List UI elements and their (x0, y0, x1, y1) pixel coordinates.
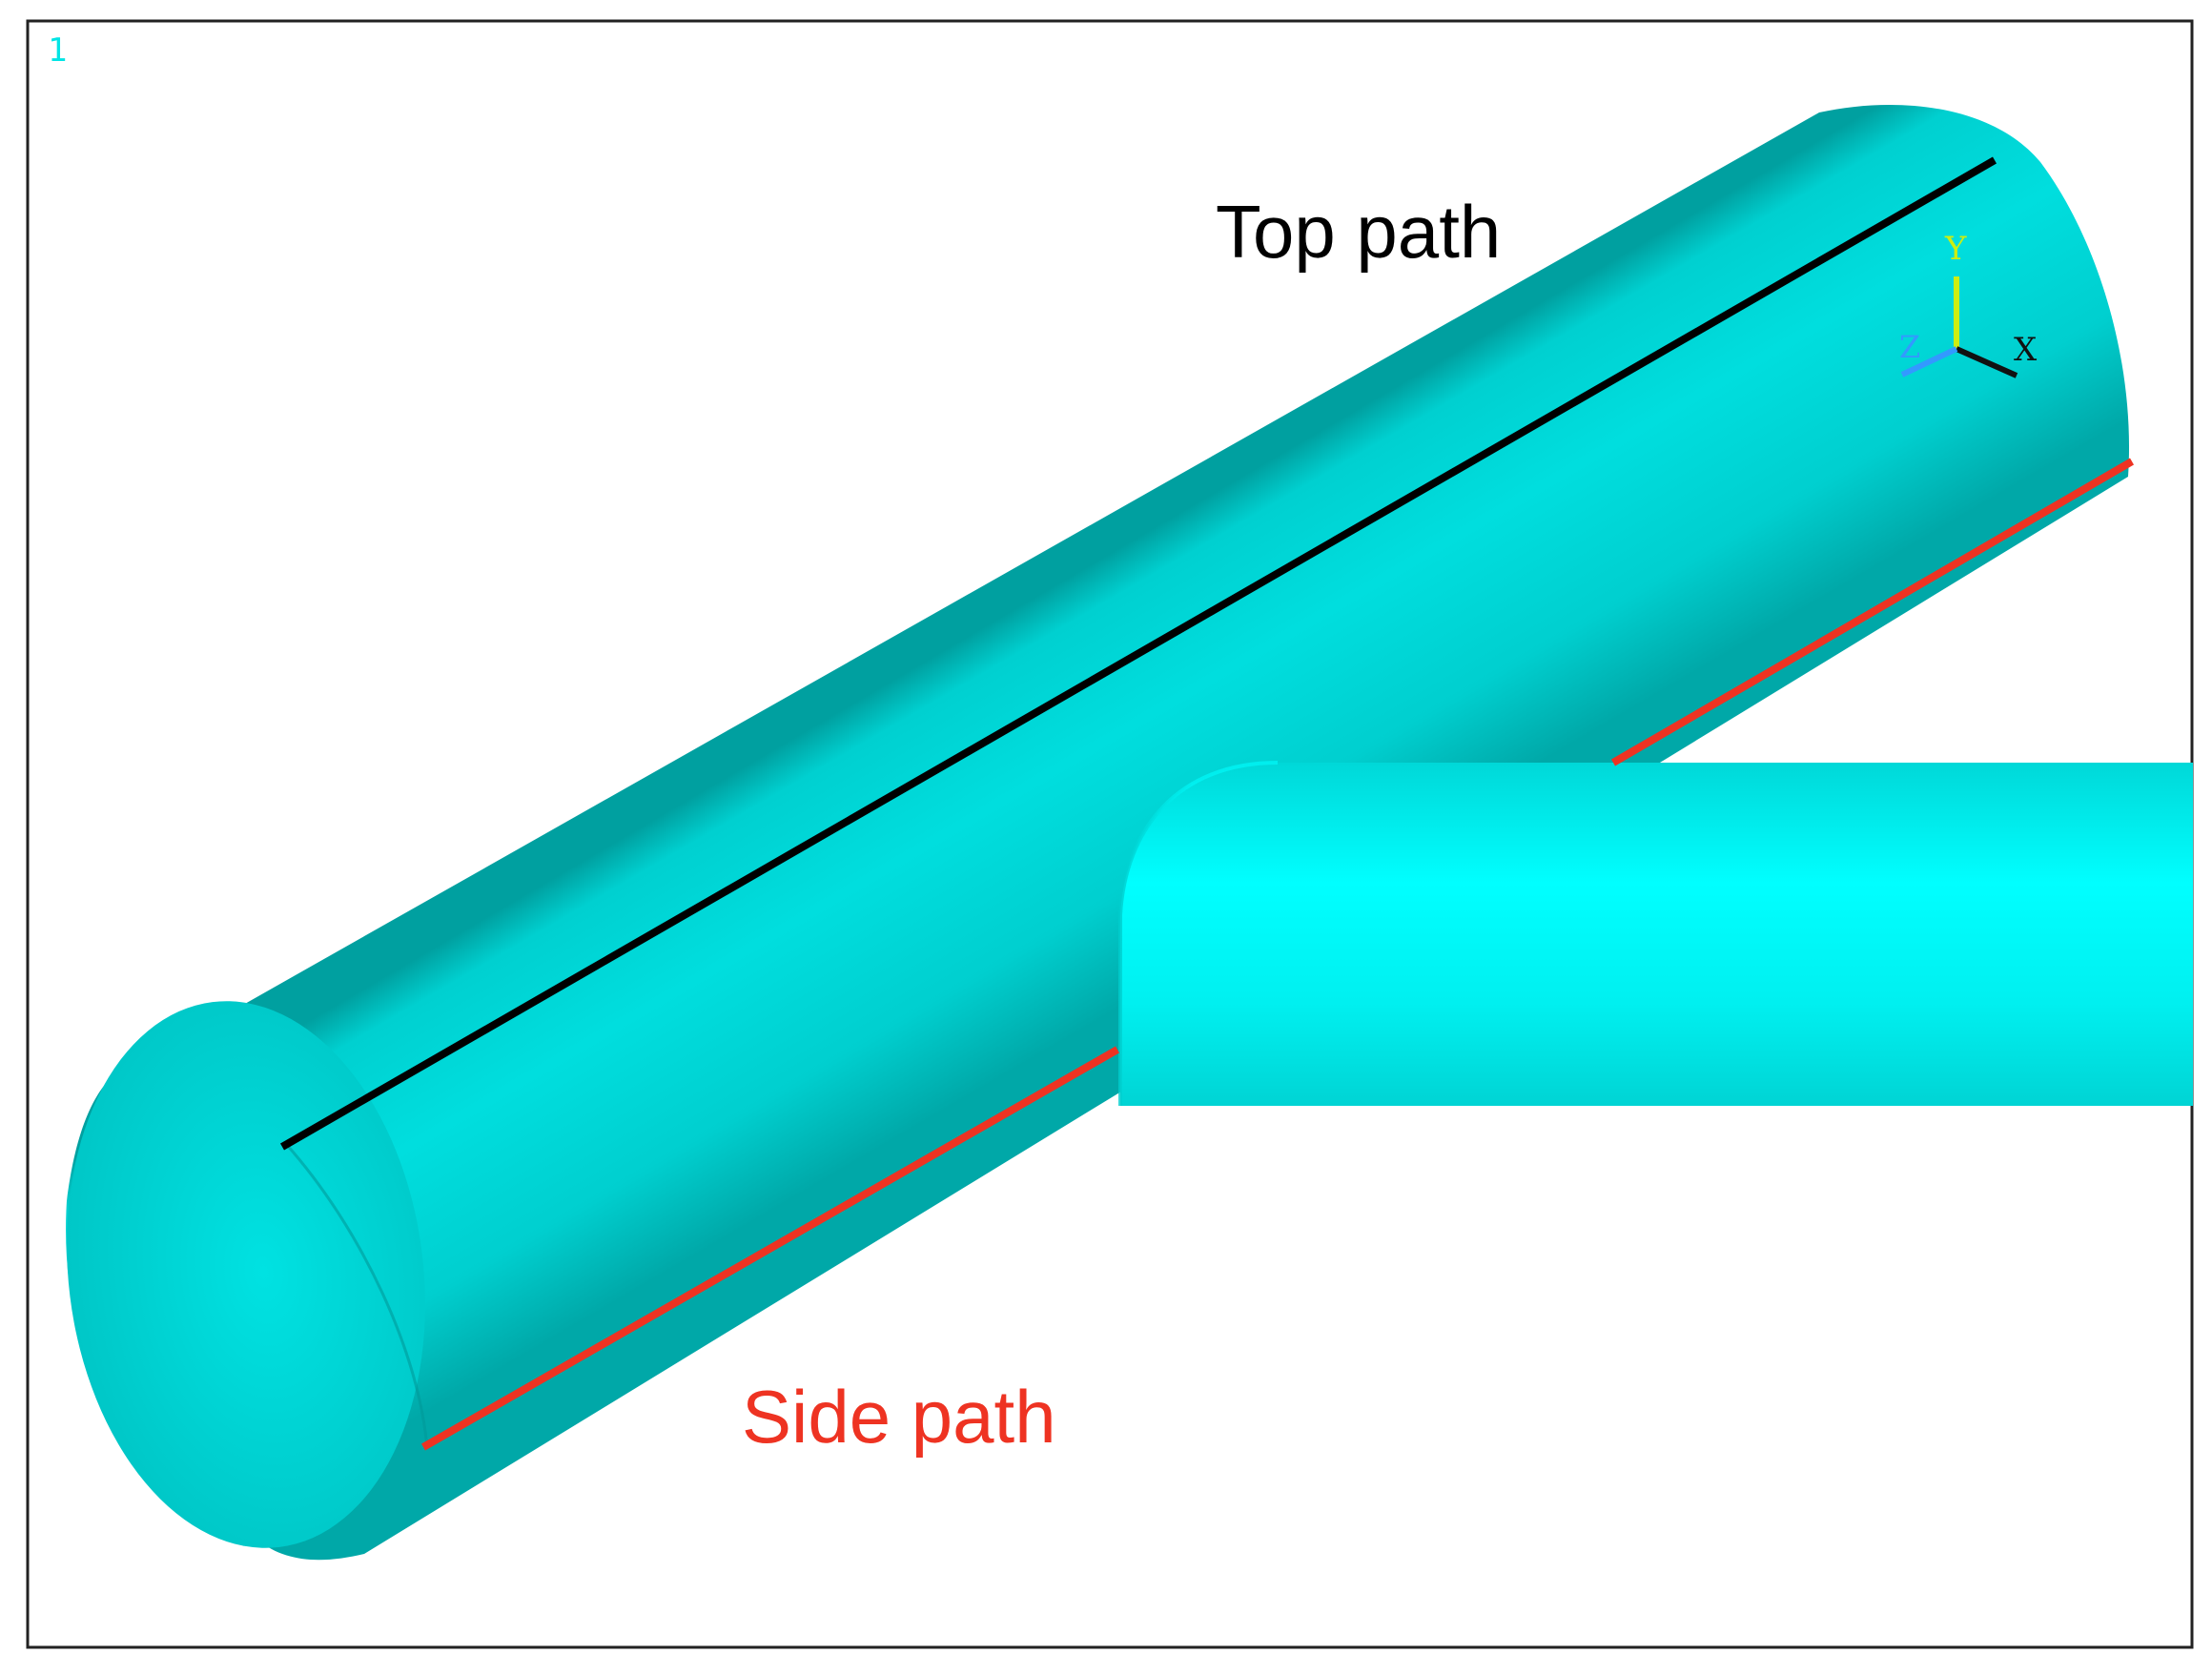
side-path-line-lower (421, 1046, 1119, 1451)
window-number: 1 (48, 31, 67, 70)
side-path-line-upper (1610, 458, 2135, 766)
side-path-label: Side path (742, 1375, 1056, 1459)
pipe-rim-line (284, 1143, 429, 1450)
branch-pipe-intersection-edge (1118, 761, 1279, 1106)
top-path-line (280, 156, 1997, 1151)
triad-z-label: Z (1899, 329, 1920, 365)
triad-x-axis (1955, 346, 2018, 378)
pipe-open-end (67, 1001, 425, 1548)
top-path-label: Top path (1216, 190, 1501, 274)
xyz-axis-triad-icon: Y X Z (1899, 230, 2038, 378)
triad-x-label: X (2014, 331, 2038, 369)
main-pipe-body (66, 104, 2130, 1561)
branch-pipe-body (1120, 763, 2193, 1106)
triad-z-axis (1900, 346, 1958, 378)
triad-y-label: Y (1944, 230, 1967, 268)
